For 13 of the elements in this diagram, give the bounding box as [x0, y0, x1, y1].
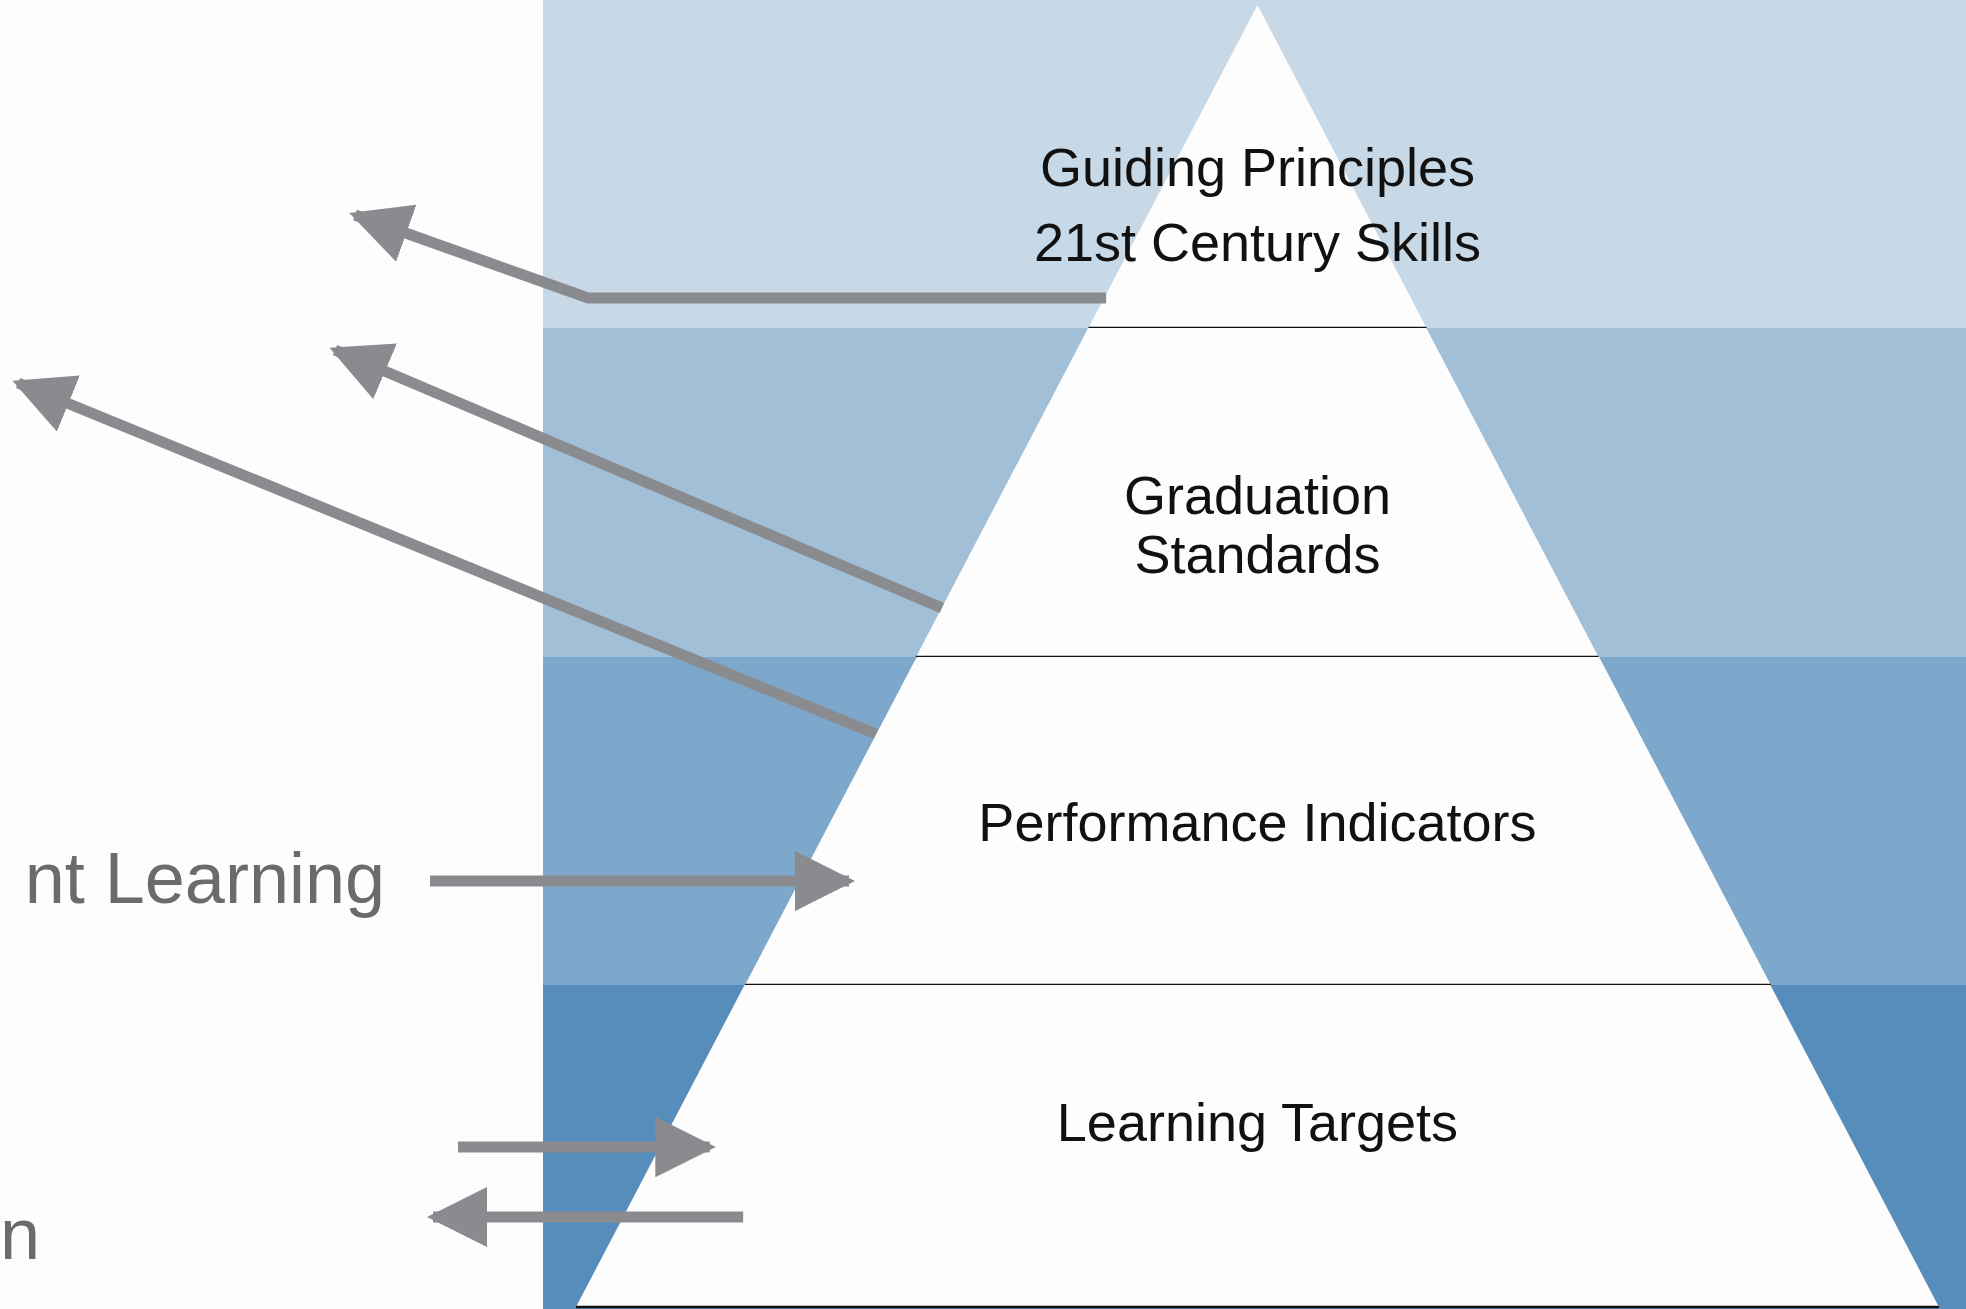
- side-label: n: [0, 1195, 41, 1275]
- tier-label: 21st Century Skills: [1033, 213, 1482, 273]
- tier-label: Graduation Standards: [1122, 465, 1393, 585]
- tier-label: Learning Targets: [1056, 1093, 1459, 1153]
- arrow: [430, 850, 856, 912]
- tier-label: Guiding Principles: [1039, 138, 1476, 198]
- side-label: nt Learning: [0, 832, 385, 924]
- arrow: [349, 204, 1107, 304]
- arrow: [12, 375, 879, 740]
- arrow: [329, 343, 945, 614]
- tier-label: Performance Indicators: [978, 793, 1537, 853]
- arrow: [458, 1116, 716, 1178]
- arrow: [426, 1186, 744, 1248]
